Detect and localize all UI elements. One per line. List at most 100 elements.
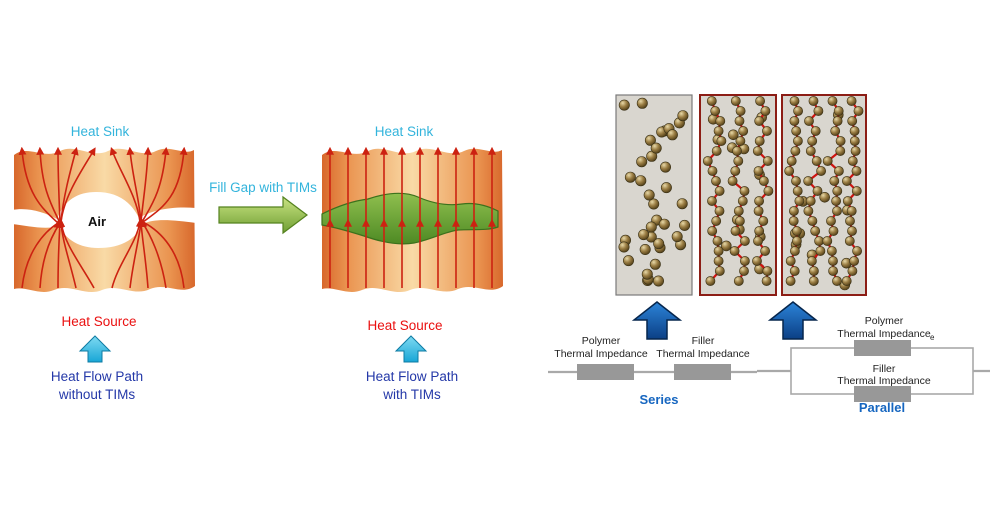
filler-particle <box>643 189 655 201</box>
chain-particle <box>814 236 824 246</box>
chain-particle <box>712 236 723 246</box>
chain-particle <box>705 276 716 286</box>
filler-particle <box>677 110 689 122</box>
chain-particle <box>849 126 860 136</box>
right-heat-diagram: Heat Sink Heat Source Heat Flow Path wit… <box>321 124 503 402</box>
filler-particle <box>618 99 630 111</box>
chain-particle <box>754 136 765 146</box>
flow-path-caption-line2: with TIMs <box>382 387 441 402</box>
filler-particle <box>658 218 670 230</box>
filler-particle <box>650 142 662 154</box>
chain-particles-1 <box>702 96 774 286</box>
chain-particle <box>807 136 818 146</box>
chain-particle <box>822 236 833 246</box>
filler-particle <box>644 134 656 146</box>
chain-particle <box>792 226 802 236</box>
chain-particle <box>754 196 764 206</box>
filler-particle <box>666 129 678 141</box>
filler-particle <box>660 182 672 194</box>
chain-particle <box>794 196 805 206</box>
chain-particle <box>828 226 839 236</box>
chain-particle <box>740 256 750 266</box>
filler-particle <box>645 221 657 233</box>
chain-particle <box>789 116 800 126</box>
chain-particle <box>729 246 740 256</box>
filler-particle <box>653 238 665 250</box>
chain-particle <box>792 236 802 246</box>
chain-particle <box>713 126 724 136</box>
filler-particle <box>624 171 636 183</box>
right-arrow-icon <box>218 195 308 235</box>
filler-particle <box>676 198 688 210</box>
chain-particle <box>710 106 721 116</box>
chain-particle <box>845 216 855 226</box>
filler-particle <box>636 156 648 168</box>
chain-particle <box>846 96 857 106</box>
chain-particle <box>763 186 774 196</box>
chain-particle <box>808 96 819 106</box>
up-arrow-icon <box>767 301 819 340</box>
filler-particle <box>671 231 683 243</box>
filler-impedance-label-line1: Filler <box>873 363 896 375</box>
chain-particle <box>847 226 857 236</box>
chain-particle <box>847 116 858 126</box>
air-gap <box>12 192 196 248</box>
chain-particle <box>812 186 823 196</box>
heat-flow-lines <box>18 146 188 289</box>
chain-particle <box>835 136 846 146</box>
chain-particle <box>740 236 750 246</box>
chain-particle <box>762 156 773 166</box>
chain-particle <box>793 136 803 146</box>
chain-particle <box>786 156 797 166</box>
chain-particle <box>730 96 741 106</box>
chain-particle <box>822 156 833 166</box>
chain-particle <box>828 256 838 266</box>
chain-particle <box>851 186 862 196</box>
filler-panels <box>615 94 867 340</box>
heat-flow-up-arrow-icon <box>78 335 112 363</box>
chain-particles-2 <box>784 96 864 291</box>
chain-particle <box>805 196 816 206</box>
chain-particle <box>716 136 727 146</box>
chain-particle <box>807 216 818 226</box>
chain-particle <box>714 186 725 196</box>
heat-source-label: Heat Source <box>367 318 442 333</box>
chain-particle <box>752 146 763 156</box>
impedance-subscript: e <box>930 333 935 342</box>
chain-particle <box>846 206 857 216</box>
chain-particle <box>737 196 748 206</box>
filler-particle <box>819 192 831 203</box>
chain-particle <box>707 226 718 236</box>
chain-particle <box>713 246 724 256</box>
heat-sink-label: Heat Sink <box>71 124 130 139</box>
filler-impedance-label-line2: Thermal Impedance <box>656 348 750 360</box>
polymer-impedance-label-line2: Thermal Impedance <box>554 348 648 360</box>
chain-particle <box>842 176 852 186</box>
chain-particle <box>754 226 765 236</box>
chain-particle <box>762 126 772 136</box>
chain-particle <box>791 126 802 136</box>
filler-particle <box>648 198 660 210</box>
polymer-impedance-label-line1: Polymer <box>865 315 904 327</box>
air-label: Air <box>88 214 106 229</box>
chain-particle <box>835 146 846 156</box>
chain-particle <box>792 186 803 196</box>
chain-particle <box>702 156 713 166</box>
chain-particle <box>810 226 821 236</box>
chain-particle <box>834 166 844 176</box>
filler-particle <box>659 161 671 173</box>
chain-particle <box>752 256 762 266</box>
chain-particle <box>753 236 763 246</box>
chain-particle <box>762 266 773 276</box>
left-heat-diagram: Heat Sink Air Heat Source Heat Flow Path… <box>12 124 196 402</box>
chain-particle <box>714 206 725 216</box>
polymer-resistor <box>854 340 911 356</box>
filler-particle <box>618 241 630 253</box>
chain-particle <box>733 206 744 216</box>
chain-particle <box>830 126 841 136</box>
chain-particle <box>847 266 858 276</box>
filler-particle <box>622 255 634 267</box>
chain-particle <box>832 206 842 216</box>
chain-particle <box>841 276 852 286</box>
